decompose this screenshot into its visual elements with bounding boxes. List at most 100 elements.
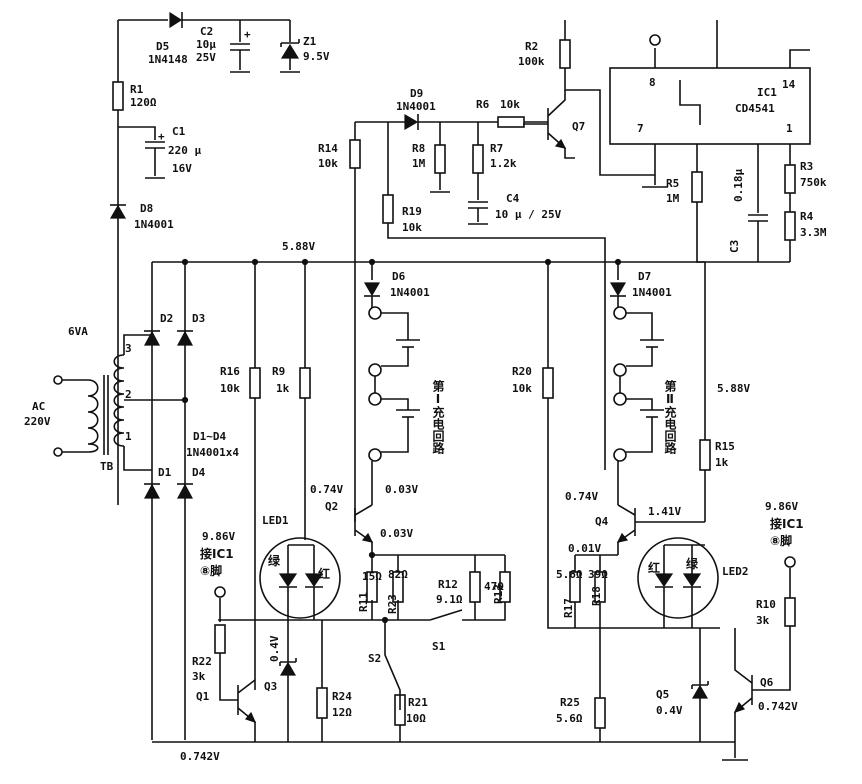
label-ac: AC <box>32 400 45 413</box>
label-q4: Q4 <box>595 515 609 528</box>
diode-d9-branch <box>355 113 548 225</box>
label-v986a: 9.86V <box>202 530 235 543</box>
label-r22: R22 <box>192 655 212 668</box>
capacitor-c1: + <box>145 130 165 179</box>
label-led1: LED1 <box>262 514 289 527</box>
svg-text:+: + <box>244 28 251 41</box>
label-d8v: 1N4001 <box>134 218 174 231</box>
charging-circuit-labels: 第Ⅰ充电回路 第Ⅱ充电回路 <box>431 379 677 455</box>
label-c3: C3 <box>728 240 741 253</box>
diode-bridge <box>143 262 194 740</box>
label-q7: Q7 <box>572 120 585 133</box>
label-d7v: 1N4001 <box>632 286 672 299</box>
label-q2v1: 0.74V <box>310 483 343 496</box>
zener-q5 <box>691 628 709 742</box>
label-r18: R18 <box>590 586 603 606</box>
label-c1v1: 220 µ <box>168 144 201 157</box>
label-d9v: 1N4001 <box>396 100 436 113</box>
label-z1: Z1 <box>303 35 317 48</box>
label-d14: D1~D4 <box>193 430 226 443</box>
label-ic1: IC1 <box>757 86 777 99</box>
label-q4v2: 1.41V <box>648 505 681 518</box>
label-d9: D9 <box>410 87 423 100</box>
label-r8v: 1M <box>412 157 426 170</box>
zener-z1 <box>280 20 300 73</box>
label-led2: LED2 <box>722 565 749 578</box>
capacitor-c2: + <box>230 20 251 73</box>
resistor-bank-1 <box>366 555 511 621</box>
resistor-r16 <box>249 262 261 690</box>
label-r23v: 82Ω <box>388 568 408 581</box>
transistor-q6 <box>733 556 796 742</box>
diode-d5 <box>169 11 183 29</box>
label-c1v2: 16V <box>172 162 192 175</box>
label-r23: R23 <box>386 594 399 614</box>
label-r6: R6 <box>476 98 490 111</box>
label-r5v: 1M <box>666 192 680 205</box>
label-r21v: 10Ω <box>406 712 426 725</box>
resistor-r14 <box>349 122 361 500</box>
switch-net <box>218 600 463 710</box>
label-d5: D5 <box>156 40 169 53</box>
label-r16v: 10k <box>220 382 240 395</box>
label-q1v: 0.742V <box>180 750 220 763</box>
label-r16: R16 <box>220 365 240 378</box>
label-jie1: 接IC1 <box>200 546 234 561</box>
label-r12: R12 <box>438 578 458 591</box>
transformer-tb <box>53 334 189 471</box>
ic1-cd4541 <box>609 20 811 200</box>
label-tap1: 1 <box>125 430 132 443</box>
label-pin8: 8 <box>649 76 656 89</box>
label-d5v: 1N4148 <box>148 53 188 66</box>
label-d1: D1 <box>158 466 172 479</box>
label-v588a: 5.88V <box>282 240 315 253</box>
label-d4: D4 <box>192 466 206 479</box>
label-c4v: 10 µ / 25V <box>495 208 562 221</box>
label-q2v2: 0.03V <box>385 483 418 496</box>
label-r14v: 10k <box>318 157 338 170</box>
resistor-r1 <box>112 81 124 111</box>
label-jie2: 接IC1 <box>770 516 804 531</box>
label-pin1: 1 <box>786 122 793 135</box>
resistor-r24 <box>316 620 328 742</box>
label-q4v3: 0.01V <box>568 542 601 555</box>
label-d2: D2 <box>160 312 173 325</box>
label-r20: R20 <box>512 365 532 378</box>
label-c2: C2 <box>200 25 213 38</box>
component-labels: D5 1N4148 C2 10µ 25V Z1 9.5V R1 120Ω C1 … <box>24 25 827 763</box>
label-d14v: 1N4001x4 <box>186 446 239 459</box>
capacitor-c3 <box>748 200 768 262</box>
resistor-r15 <box>699 439 711 522</box>
label-r15v: 1k <box>715 456 729 469</box>
label-z1v: 9.5V <box>303 50 330 63</box>
label-r13: R13 <box>492 584 505 604</box>
label-q2v3: 0.03V <box>380 527 413 540</box>
transistor-q4 <box>575 504 705 556</box>
zener-q3 <box>279 620 297 742</box>
charging-circuit-2 <box>609 262 664 505</box>
resistor-r25 <box>594 628 606 742</box>
label-c2v1: 10µ <box>196 38 216 51</box>
label-r1: R1 <box>130 83 144 96</box>
label-r14: R14 <box>318 142 338 155</box>
label-q5: Q5 <box>656 688 669 701</box>
label-r2: R2 <box>525 40 538 53</box>
label-r24v: 12Ω <box>332 706 352 719</box>
resistor-r2 <box>559 20 655 176</box>
label-r19: R19 <box>402 205 422 218</box>
label-pin14: 14 <box>782 78 796 91</box>
transistor-q2 <box>354 500 505 559</box>
label-d3: D3 <box>192 312 205 325</box>
label-s2: S2 <box>368 652 381 665</box>
label-tb-va: 6VA <box>68 325 88 338</box>
label-r2v: 100k <box>518 55 545 68</box>
label-q6v: 0.742V <box>758 700 798 713</box>
label-r6v: 10k <box>500 98 520 111</box>
label-r11v: 15Ω <box>362 570 382 583</box>
label-r7v: 1.2k <box>490 157 517 170</box>
transistor-q7 <box>523 90 575 159</box>
label-r25v: 5.6Ω <box>556 712 583 725</box>
circuit-1-label: 第Ⅰ充电回路 <box>431 379 445 455</box>
label-tap2: 2 <box>125 388 132 401</box>
diode-d8 <box>109 204 127 219</box>
